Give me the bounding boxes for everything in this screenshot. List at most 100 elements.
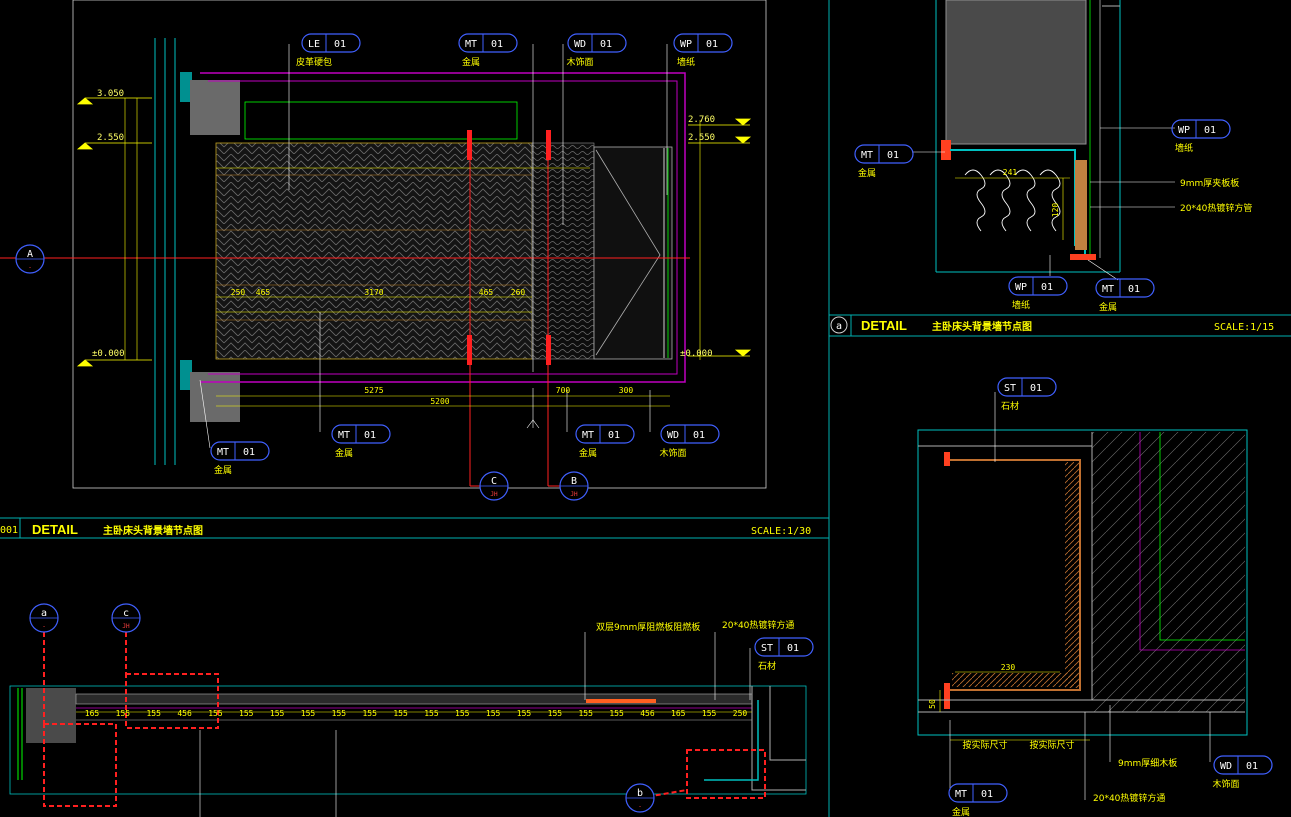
- side-panel-title-en: DETAIL: [861, 318, 907, 333]
- plan-dimension: 165: [671, 709, 686, 718]
- tag-oval: [1008, 276, 1068, 296]
- tag-number: 01: [693, 430, 705, 441]
- bubble-letter: a: [41, 608, 47, 619]
- section-bubble-plan-a[interactable]: a-: [29, 603, 59, 633]
- plan-dimension: 250: [733, 709, 748, 718]
- tag-oval: [1213, 755, 1273, 775]
- plan-dimension: 155: [146, 709, 161, 718]
- dimension-label: 300: [619, 386, 634, 395]
- tag-code: WD: [1220, 761, 1232, 772]
- tag-code: MT: [217, 447, 229, 458]
- plan-dimension: 155: [393, 709, 408, 718]
- tag-material-name: 金属: [952, 806, 970, 817]
- detail-a-drawing: [912, 0, 1175, 281]
- tag-number: 01: [787, 643, 799, 654]
- tag-code: ST: [1004, 383, 1016, 394]
- tag-material-name: 金属: [579, 447, 597, 459]
- section-bubble-plan-b[interactable]: b-: [625, 783, 655, 813]
- bubble-letter: B: [571, 476, 577, 487]
- plan-dimension: 155: [609, 709, 624, 718]
- panel-title-en: DETAIL: [32, 522, 78, 537]
- tag-code: MT: [861, 150, 873, 161]
- tag-oval: [1171, 119, 1231, 139]
- level-marker: ±0.000: [92, 349, 125, 359]
- tag-code: ST: [761, 643, 773, 654]
- tag-oval: [754, 637, 814, 657]
- tag-oval: [673, 33, 733, 53]
- dimension-label: 260: [511, 288, 526, 297]
- level-marker: 2.760: [688, 115, 715, 125]
- tag-number: 01: [706, 39, 718, 50]
- dimension-label: 3170: [364, 288, 383, 297]
- section-bubble-elev-C[interactable]: CJH: [479, 471, 509, 501]
- level-marker: 3.050: [97, 89, 124, 99]
- detail-b-dim: 按实际尺寸: [962, 739, 1007, 751]
- plan-note: 20*40热镀锌方通: [722, 619, 794, 631]
- section-bubble-elev-B[interactable]: B JH: [559, 471, 589, 501]
- tag-number: 01: [1246, 761, 1258, 772]
- tag-number: 01: [1204, 125, 1216, 136]
- plan-dimension: 155: [702, 709, 717, 718]
- bubble-sub: JH: [122, 623, 130, 630]
- bubble-sub: -: [28, 264, 32, 271]
- bubble-sub: -: [638, 803, 642, 810]
- detail-b-note: 20*40热镀锌方通: [1093, 792, 1165, 804]
- tag-code: MT: [955, 789, 967, 800]
- tag-material-name: 墙纸: [1175, 142, 1193, 154]
- side-panel-title-cn: 主卧床头背景墙节点图: [932, 320, 1032, 333]
- section-bubble-plan-c[interactable]: cJH: [111, 603, 141, 633]
- dimension-label: 250: [231, 288, 246, 297]
- tag-code: WD: [574, 39, 586, 50]
- level-marker: 2.550: [97, 133, 124, 143]
- plan-dimension: 155: [116, 709, 131, 718]
- detail-b-dim: 230: [1001, 663, 1016, 672]
- material-tag-detail-b-1[interactable]: MT 01 金属: [948, 783, 1008, 817]
- material-tag-plan-0[interactable]: ST 01 石材: [754, 637, 814, 672]
- plan-dimension: 456: [640, 709, 655, 718]
- level-marker: ±0.000: [680, 349, 713, 359]
- tag-number: 01: [981, 789, 993, 800]
- bubble-sub: JH: [570, 491, 578, 498]
- detail-b-dim: 按实际尺寸: [1029, 739, 1074, 751]
- plan-dimension: 155: [301, 709, 316, 718]
- tag-code: MT: [582, 430, 594, 441]
- tag-code: MT: [338, 430, 350, 441]
- plan-dimension: 155: [578, 709, 593, 718]
- plan-dimension: 155: [332, 709, 347, 718]
- elevation-drawing: [0, 38, 752, 487]
- plan-dimension: 155: [517, 709, 532, 718]
- tag-number: 01: [243, 447, 255, 458]
- tag-number: 01: [600, 39, 612, 50]
- tag-material-name: 木饰面: [1212, 778, 1239, 790]
- tag-number: 01: [887, 150, 899, 161]
- detail-a-dim: 241: [1003, 168, 1018, 177]
- tag-code: MT: [1102, 284, 1114, 295]
- plan-dimension: 155: [455, 709, 470, 718]
- section-bubble-elev-A[interactable]: A-: [15, 244, 45, 274]
- tag-material-name: 石材: [758, 660, 776, 672]
- panel-letter-circle: [830, 316, 848, 334]
- material-tag-detail-b-2[interactable]: WD 01 木饰面: [1212, 755, 1273, 790]
- tag-oval: [660, 424, 720, 444]
- bubble-letter: A: [27, 249, 33, 260]
- detail-b-dim: 50: [928, 699, 937, 709]
- tag-oval: [854, 144, 914, 164]
- tag-oval: [997, 377, 1057, 397]
